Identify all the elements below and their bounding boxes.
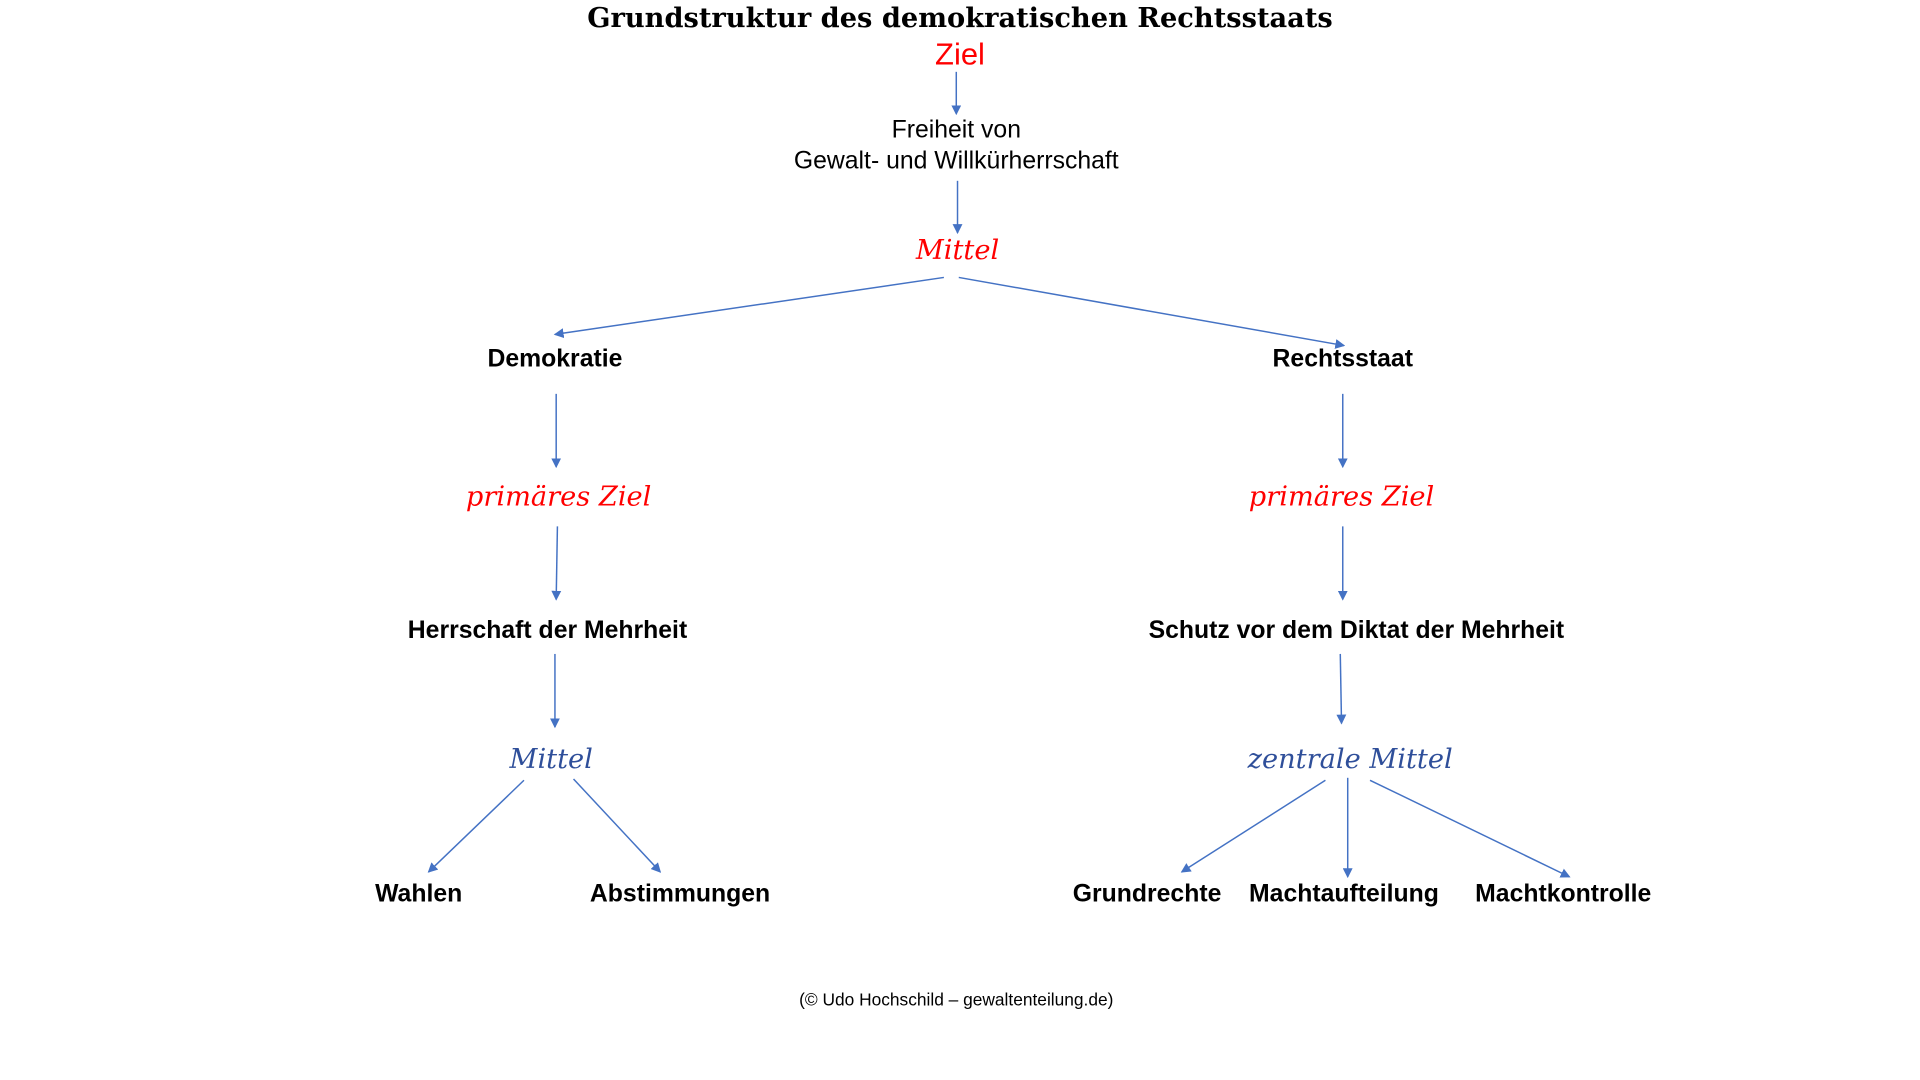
arrow-schutz-to-mittel [1336,653,1347,725]
node-demokratie: Demokratie [487,346,622,373]
goal-line-2: Gewalt- und Willkürherrschaft [794,147,1119,174]
arrow-mittel-to-wahlen [427,779,525,873]
ziel-label: Ziel [935,36,985,71]
copyright-footer: (© Udo Hochschild – gewaltenteilung.de) [799,990,1113,1010]
node-machtaufteilung: Machtaufteilung [1249,881,1439,908]
arrow-goal-to-herrschaft [551,526,562,601]
arrow-mittel-to-grundrechte [1180,779,1326,873]
node-rechtsstaat: Rechtsstaat [1273,346,1413,373]
node-abstimmungen: Abstimmungen [590,881,770,908]
node-wahlen: Wahlen [375,881,462,908]
arrow-mittel-to-machtkontrolle [1369,779,1571,878]
arrows [427,71,1571,879]
right-means-label: zentrale Mittel [1247,744,1453,775]
mittel-top-label: Mittel [915,235,999,266]
node-machtkontrolle: Machtkontrolle [1475,881,1651,908]
left-primary-goal-label: primäres Ziel [466,481,651,512]
node-herrschaft-der-mehrheit: Herrschaft der Mehrheit [408,617,687,644]
right-primary-goal-label: primäres Ziel [1249,481,1434,512]
goal-line-1: Freiheit von [892,116,1021,143]
arrow-mittel-to-abstimmungen [572,778,662,873]
left-means-label: Mittel [509,744,593,775]
node-grundrechte: Grundrechte [1073,881,1222,908]
arrow-mittel-to-rechtsstaat [958,276,1346,349]
diagram-title: Grundstruktur des demokratischen Rechtss… [587,2,1332,34]
arrow-mittel-to-demokratie [553,276,945,339]
node-schutz-vor-diktat: Schutz vor dem Diktat der Mehrheit [1149,617,1565,644]
